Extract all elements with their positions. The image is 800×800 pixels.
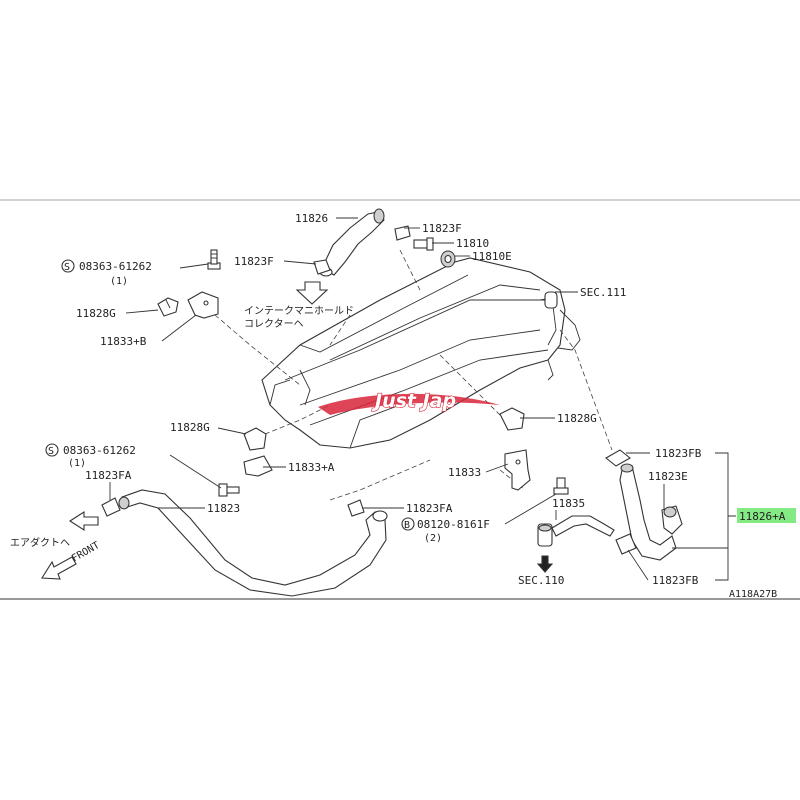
highlight-11826a: [737, 508, 796, 523]
label-11826a: 11826+A: [739, 510, 786, 523]
label-sec110: SEC.110: [518, 574, 564, 587]
clamp-11823fb-top: [605, 449, 631, 467]
leader-dashed-6: [559, 329, 613, 451]
engine-cover: [261, 257, 581, 449]
hose-11826a: [619, 463, 677, 561]
leader-11833b: [161, 314, 197, 342]
label-bolt-b: 08120-8161F: [417, 518, 490, 531]
watermark-text: Just Jap: [371, 390, 456, 412]
label-front: FRONT: [70, 540, 102, 565]
label-11835: 11835: [552, 497, 585, 510]
leader-dashed-4: [329, 459, 431, 501]
bolt-top: [207, 249, 221, 270]
label-11810e: 11810E: [472, 250, 512, 263]
clip-11828g-mid: [243, 427, 267, 451]
leader-dashed-1: [214, 314, 301, 386]
label-bolt-mid-qty: (1): [68, 458, 86, 469]
label-sec111: SEC.111: [580, 286, 626, 299]
label-jp-airduct: エアダクトヘ: [10, 536, 70, 549]
bracket-11833a: [243, 455, 273, 477]
watermark: Just Jap: [318, 389, 500, 415]
label-11823f-left: 11823F: [234, 255, 274, 268]
label-bolt-top: 08363-61262: [79, 260, 152, 273]
hose-11823e: [661, 505, 683, 535]
clamp-11823f-top: [394, 225, 411, 241]
label-11833: 11833: [448, 466, 481, 479]
label-11833b: 11833+B: [100, 335, 147, 348]
hose-11835: [537, 515, 615, 547]
label-11823fb-bottom: 11823FB: [652, 574, 699, 587]
arrow-sec110-icon: [536, 555, 554, 573]
label-jp-intake-1: インテークマニホールド: [244, 305, 354, 317]
bolt-b-mark-circle: [401, 517, 415, 531]
label-11828g-top: 11828G: [76, 307, 116, 320]
leader-11823fb-bottom: [627, 549, 649, 581]
leader-11828g-mid: [217, 427, 247, 435]
label-bolt-top-qty: (1): [110, 276, 128, 287]
leader-11828g-top: [125, 309, 159, 314]
bracket-11833b: [187, 291, 219, 319]
label-11828g-mid: 11828G: [170, 421, 210, 434]
clip-11828g-top: [157, 297, 179, 317]
clamp-11823fb-bottom: [615, 533, 637, 555]
label-11823fa-left: 11823FA: [85, 469, 132, 482]
leader-dashed-3: [249, 404, 331, 441]
label-11823f-top: 11823F: [422, 222, 462, 235]
leader-11833: [485, 463, 509, 473]
bracket-11826a: [672, 452, 736, 581]
hose-11826: [319, 208, 385, 277]
bolt-mid-mark-circle: [45, 443, 59, 457]
label-jp-intake-2: コレクターヘ: [244, 318, 304, 330]
clamp-11823f-left: [313, 259, 331, 275]
label-11823fa-mid: 11823FA: [406, 502, 453, 515]
label-11810: 11810: [456, 237, 489, 250]
bolt-b: [553, 477, 569, 495]
bolt-b-mark: B: [404, 520, 410, 531]
leader-bolt-top: [179, 263, 209, 269]
hose-11823: [118, 489, 388, 597]
clamp-11823fa-left: [101, 497, 121, 517]
bracket-11833: [504, 449, 531, 491]
valve-11810: [413, 237, 434, 251]
label-11828g-right: 11828G: [557, 412, 597, 425]
leader-11823f-left: [283, 260, 317, 265]
clamp-11823fa-mid: [347, 499, 365, 517]
grommet-11810e: [440, 250, 456, 268]
bolt-top-mark-circle: [61, 259, 75, 273]
label-11833a: 11833+A: [288, 461, 335, 474]
arrow-airduct-icon: [68, 510, 99, 532]
reference-code: A118A27B: [729, 589, 777, 600]
leader-dashed-5: [439, 354, 511, 426]
bolt-mid-mark: S: [48, 446, 54, 457]
bolt-mid: [218, 483, 240, 497]
clip-11828g-right: [499, 407, 525, 431]
leader-bolt-b: [504, 493, 557, 525]
label-11823: 11823: [207, 502, 240, 515]
label-bolt-b-qty: (2): [424, 533, 442, 544]
label-11823fb-top: 11823FB: [655, 447, 702, 460]
leader-bolt-mid: [169, 454, 222, 489]
arrow-front-icon: [41, 556, 77, 580]
label-11826: 11826: [295, 212, 328, 225]
label-11823e: 11823E: [648, 470, 688, 483]
arrow-intake-icon: [295, 281, 329, 305]
bolt-top-mark: S: [64, 262, 70, 273]
label-bolt-mid: 08363-61262: [63, 444, 136, 457]
leader-dashed-2: [329, 314, 351, 346]
